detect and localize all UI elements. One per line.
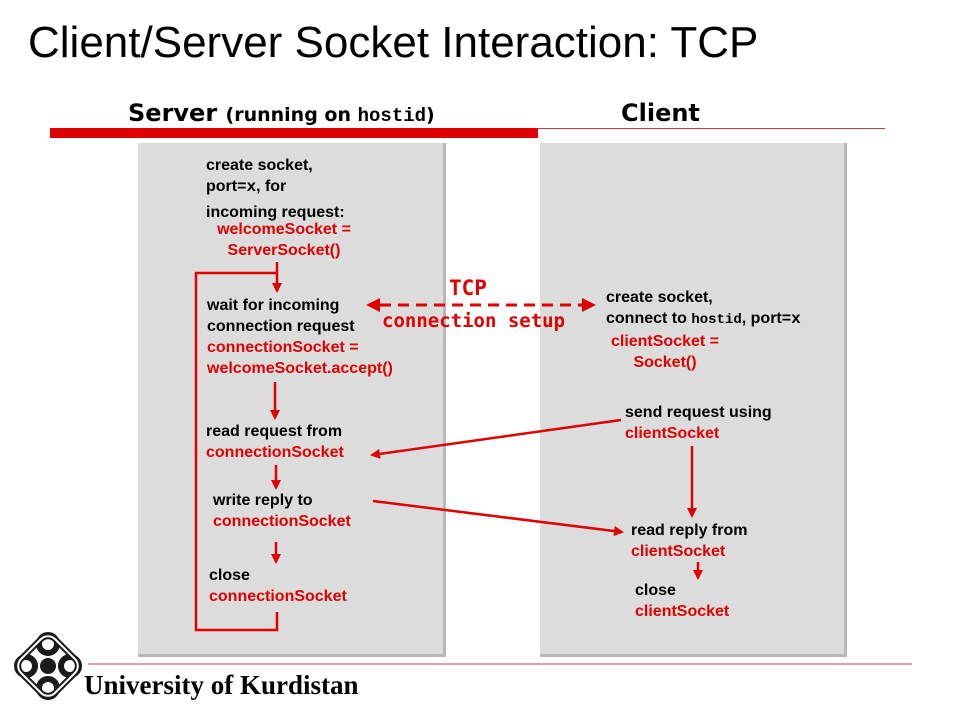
client-create-socket-text: create socket, connect to hostid, port=x [606, 289, 801, 328]
server-host-note: (running on hostid) [225, 104, 435, 127]
header-red-bar [50, 128, 538, 138]
client-socket-code: clientSocket = Socket() [610, 333, 720, 371]
server-close-text: close connectionSocket [209, 567, 347, 605]
client-send-text: send request using clientSocket [625, 404, 772, 442]
server-welcome-socket-code: welcomeSocket = ServerSocket() [217, 221, 351, 259]
server-hostid: hostid [357, 105, 427, 127]
university-logo-icon [14, 632, 82, 700]
tcp-label: TCP [449, 276, 487, 300]
server-read-text: read request from connectionSocket [206, 423, 344, 461]
server-write-text: write reply to connectionSocket [213, 492, 351, 530]
server-create-socket-text: create socket, port=x, for incoming requ… [206, 157, 345, 221]
server-panel [138, 143, 446, 657]
slide-title: Client/Server Socket Interaction: TCP [28, 18, 759, 67]
connection-setup-label: connection setup [382, 310, 566, 332]
university-name: University of Kurdistan [84, 670, 359, 700]
header-thin-rule [538, 128, 885, 129]
server-header: Server (running on hostid) [128, 99, 435, 127]
client-read-text: read reply from clientSocket [631, 522, 748, 560]
server-label: Server [128, 99, 218, 127]
client-close-text: close clientSocket [635, 582, 730, 620]
server-wait-text: wait for incoming connection request con… [207, 297, 393, 377]
client-header: Client [621, 99, 700, 127]
